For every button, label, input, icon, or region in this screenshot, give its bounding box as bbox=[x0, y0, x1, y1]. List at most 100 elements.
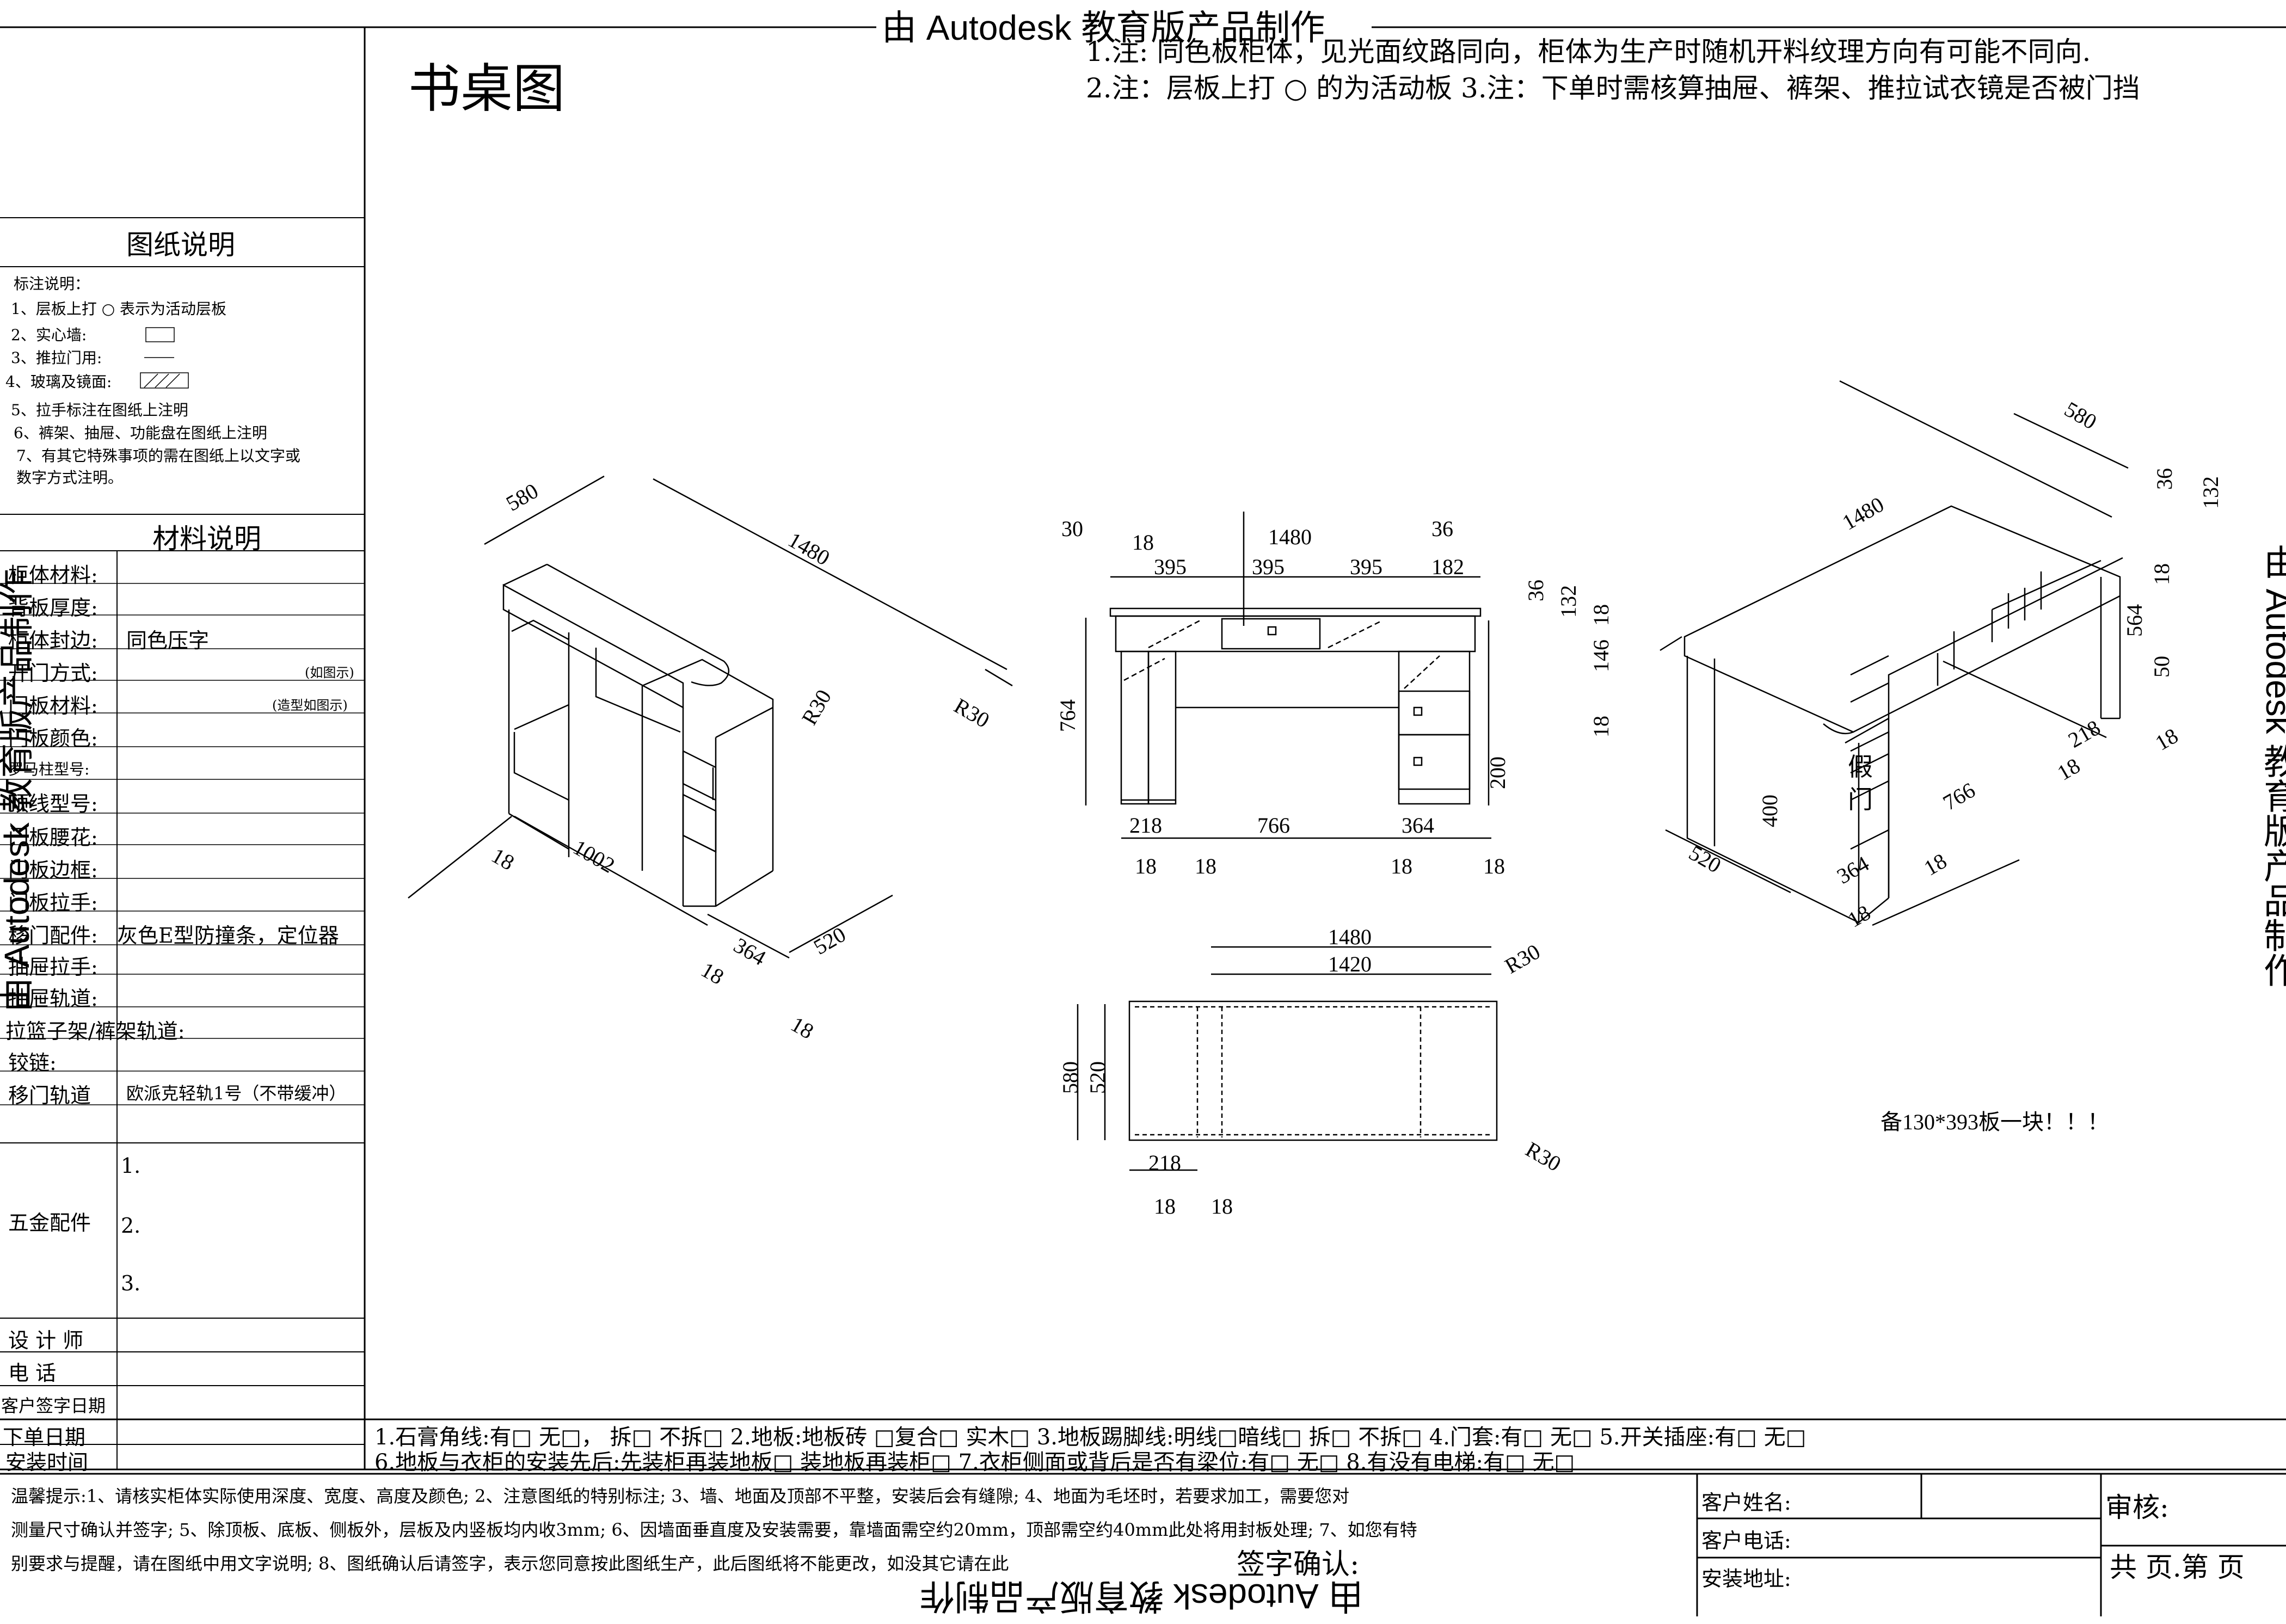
material-value: (如图示) bbox=[305, 665, 354, 680]
dim-label: 1420 bbox=[1328, 952, 1372, 976]
material-label: 抽屉拉手: bbox=[8, 955, 98, 979]
dim-label: 1480 bbox=[1328, 925, 1372, 949]
legend-item: 2、实心墙: bbox=[11, 326, 87, 344]
install-address-label: 安装地址: bbox=[1701, 1567, 1791, 1591]
dim-label: 18 bbox=[1589, 604, 1613, 626]
material-value: 灰色E型防撞条，定位器 bbox=[117, 924, 339, 948]
material-label: 铰链: bbox=[8, 1051, 57, 1075]
drawing-notes-header: 图纸说明 bbox=[126, 229, 235, 261]
dim-label: 580 bbox=[502, 478, 542, 516]
checklist-row-1: 1.石膏角线:有□ 无□， 拆□ 不拆□ 2.地板:地板砖 □复合□ 实木□ 3… bbox=[374, 1425, 1806, 1450]
left-isometric-view bbox=[408, 475, 1013, 959]
material-label: 背板厚度: bbox=[8, 596, 98, 620]
dim-label: 36 bbox=[2152, 468, 2177, 490]
hardware-label: 五金配件 bbox=[8, 1211, 91, 1235]
dim-label: 395 bbox=[1252, 555, 1285, 579]
fake-door-label: 假 bbox=[1848, 753, 1873, 781]
hardware-item: 3. bbox=[121, 1271, 141, 1295]
dim-label: 18 bbox=[1135, 854, 1157, 878]
material-label: 抽屉轨道: bbox=[8, 987, 98, 1011]
tips-line-1: 温馨提示:1、请核实柜体实际使用深度、宽度、高度及颜色; 2、注意图纸的特别标注… bbox=[11, 1486, 1350, 1506]
dim-label: 18 bbox=[2053, 753, 2084, 785]
checklist-row-2: 6.地板与衣柜的安装先后:先装柜再装地板□ 装地板再装柜□ 7.衣柜侧面或背后是… bbox=[374, 1450, 1575, 1475]
dim-label: 18 bbox=[1132, 530, 1154, 555]
material-label: 门板颜色: bbox=[8, 727, 98, 751]
install-time-label: 安装时间 bbox=[5, 1450, 89, 1474]
material-label: 罗马柱型号: bbox=[8, 760, 90, 778]
dim-label: 132 bbox=[2198, 476, 2223, 509]
material-label: 柜体封边: bbox=[8, 629, 98, 653]
material-label: 开门方式: bbox=[8, 661, 98, 685]
dim-label: 18 bbox=[2151, 723, 2182, 755]
material-value: (造型如图示) bbox=[272, 698, 348, 713]
material-label: 门板材料: bbox=[8, 694, 98, 718]
material-label: 门板腰花: bbox=[8, 826, 98, 850]
material-label: 拉篮子架/裤架轨道: bbox=[5, 1019, 185, 1043]
sign-confirm: 签字确认: bbox=[1237, 1548, 1360, 1581]
designer-label: 设 计 师 bbox=[8, 1328, 84, 1352]
dim-label: 18 bbox=[1483, 854, 1505, 878]
material-value: 欧派克轻轨1号（不带缓冲） bbox=[126, 1083, 347, 1104]
review-label: 审核: bbox=[2105, 1492, 2169, 1523]
dim-label: R30 bbox=[1522, 1137, 1565, 1176]
dim-label: 18 bbox=[1211, 1194, 1233, 1219]
dim-label: 580 bbox=[2061, 397, 2101, 434]
dim-label: 520 bbox=[1685, 840, 1725, 878]
phone-label: 电 话 bbox=[8, 1361, 57, 1385]
dim-label: 520 bbox=[1085, 1061, 1110, 1094]
note-line-2: 2.注：层板上打 ○ 的为活动板 3.注：下单时需核算抽屉、裤架、推拉试衣镜是否… bbox=[1086, 72, 2140, 104]
dim-label: 182 bbox=[1431, 555, 1464, 579]
hardware-item: 2. bbox=[121, 1214, 141, 1238]
dim-label: 1480 bbox=[1838, 492, 1888, 535]
dim-label: 218 bbox=[1148, 1151, 1181, 1175]
spare-board-note: 备130*393板一块！！！ bbox=[1881, 1110, 2109, 1134]
material-label: 柜体材料: bbox=[8, 563, 98, 587]
dim-label: R30 bbox=[797, 685, 836, 729]
legend-item: 6、裤架、抽屉、功能盘在图纸上注明 bbox=[14, 424, 267, 442]
dim-label: 50 bbox=[2149, 656, 2174, 678]
dim-label: 580 bbox=[1058, 1061, 1083, 1094]
dim-label: 18 bbox=[1154, 1194, 1176, 1219]
dim-label: 18 bbox=[1195, 854, 1216, 878]
legend-item: 7、有其它特殊事项的需在图纸上以文字或 bbox=[16, 447, 300, 465]
dim-label: 766 bbox=[1939, 778, 1979, 815]
sign-date-label: 客户签字日期 bbox=[1, 1395, 106, 1416]
dim-label: 395 bbox=[1350, 555, 1382, 579]
dim-label: 400 bbox=[1757, 795, 1782, 827]
material-label: 移门配件: bbox=[8, 924, 98, 948]
dim-label: 18 bbox=[1589, 716, 1613, 737]
fake-door-label: 门 bbox=[1848, 786, 1873, 814]
dim-label: R30 bbox=[1501, 939, 1544, 978]
dim-label: 36 bbox=[1431, 516, 1453, 541]
watermark-right: 由 Autodesk 教育版产品制作 bbox=[2259, 544, 2286, 988]
tips-line-3: 别要求与提醒，请在图纸中用文字说明; 8、图纸确认后请签字，表示您同意按此图纸生… bbox=[11, 1553, 1009, 1574]
dim-label: 36 bbox=[1523, 580, 1548, 601]
legend-item: 数字方式注明。 bbox=[16, 469, 124, 487]
material-label: 移门轨道 bbox=[8, 1084, 91, 1108]
tips-line-2: 测量尺寸确认并签字; 5、除顶板、底板、侧板外，层板及内竖板均内收3mm; 6、… bbox=[11, 1520, 1417, 1540]
material-label: 门板拉手: bbox=[8, 891, 98, 915]
dim-label: 1480 bbox=[784, 527, 834, 570]
order-date-label: 下单日期 bbox=[3, 1425, 86, 1449]
dim-label: 766 bbox=[1257, 813, 1290, 838]
dim-label: 18 bbox=[1920, 848, 1951, 881]
legend-item: 5、拉手标注在图纸上注明 bbox=[11, 401, 188, 419]
hardware-item: 1. bbox=[121, 1154, 141, 1178]
plan-view bbox=[1077, 946, 1498, 1171]
dim-label: 218 bbox=[1129, 813, 1162, 838]
legend-item: 3、推拉门用: bbox=[11, 349, 102, 367]
customer-phone-label: 客户电话: bbox=[1701, 1529, 1791, 1553]
dim-label: 132 bbox=[1556, 585, 1581, 618]
legend-item: 1、层板上打 ○ 表示为活动层板 bbox=[11, 300, 227, 318]
material-label: 顶线型号: bbox=[8, 792, 98, 816]
watermark-top: 由 Autodesk 教育版产品制作 bbox=[882, 8, 1325, 47]
dim-label: 520 bbox=[809, 922, 850, 959]
dim-label: 30 bbox=[1061, 516, 1083, 541]
dim-label: R30 bbox=[950, 693, 994, 733]
dim-label: 200 bbox=[1485, 756, 1510, 789]
note-line-1: 1.注: 同色板柜体，见光面纹路同向，柜体为生产时随机开料纹理方向有可能不同向. bbox=[1086, 36, 2091, 67]
dim-label: 364 bbox=[730, 933, 770, 970]
dim-label: 18 bbox=[1391, 854, 1412, 878]
materials-header: 材料说明 bbox=[152, 523, 261, 555]
